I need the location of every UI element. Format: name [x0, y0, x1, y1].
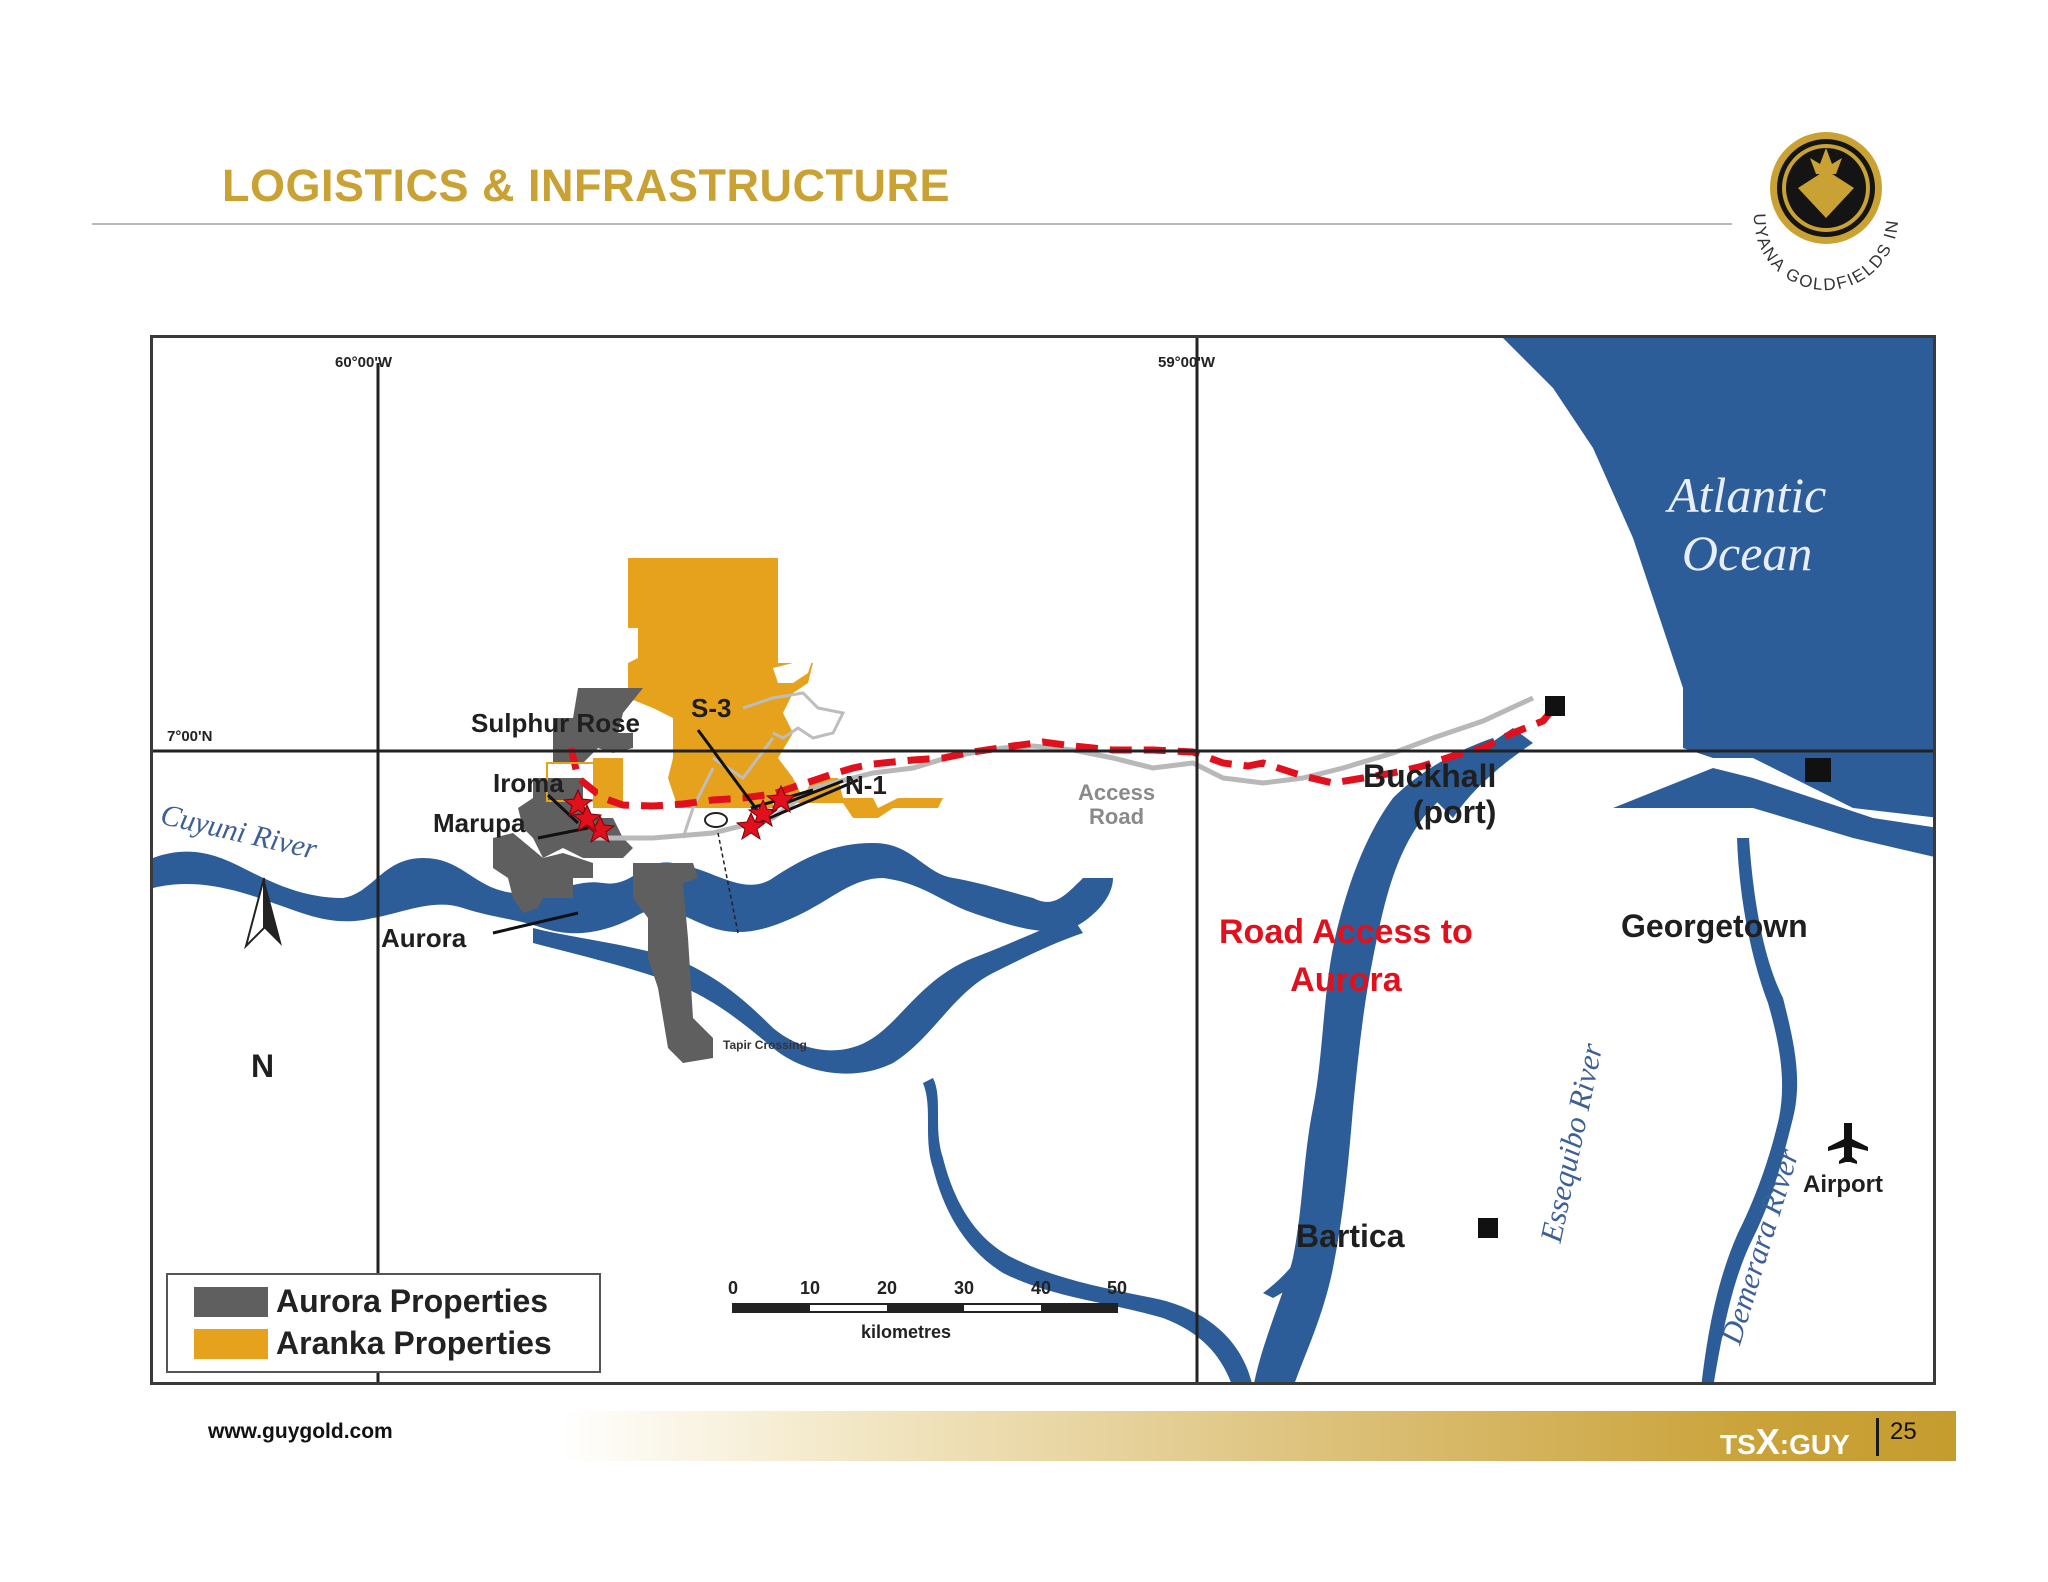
georgetown-label: Georgetown: [1621, 908, 1808, 944]
bartica-label: Bartica: [1296, 1218, 1405, 1254]
sulphur-rose-star: [735, 811, 767, 841]
scale-bar: [732, 1303, 1118, 1313]
airport-label: Airport: [1803, 1171, 1883, 1198]
bartica-marker: [1478, 1218, 1498, 1238]
page-title: LOGISTICS & INFRASTRUCTURE: [222, 160, 950, 211]
atlantic-ocean-label: Atlantic Ocean: [1668, 467, 1827, 581]
footer-band: [560, 1411, 1956, 1461]
access-road-label: Access Road: [1078, 780, 1156, 829]
georgetown-marker: [1805, 758, 1831, 782]
map-legend: Aurora Properties Aranka Properties: [166, 1273, 601, 1373]
north-label: N: [251, 1048, 275, 1084]
ticker-prefix: TS: [1720, 1429, 1756, 1460]
aranka-properties: [628, 558, 943, 818]
road-access-route: [567, 700, 1561, 810]
legend-label-aurora: Aurora Properties: [276, 1283, 549, 1319]
n1-label: N-1: [845, 770, 887, 800]
ticker-symbol: TSX:GUY: [1720, 1421, 1850, 1463]
company-logo: GUYANA GOLDFIELDS INC.: [1718, 103, 1926, 318]
page-number: 25: [1890, 1418, 1917, 1445]
scale-unit: kilometres: [861, 1322, 952, 1342]
buckhall-marker: [1545, 696, 1565, 716]
location-map: 60°00'W 59°00'W 7°00'N Atlantic Ocean Cu…: [150, 335, 1936, 1385]
aurora-label: Aurora: [381, 923, 467, 953]
atlantic-ocean: [1503, 338, 1933, 818]
legend-swatch-aurora: [194, 1287, 268, 1317]
access-road: [593, 695, 1535, 841]
tapir-crossing-label: Tapir Crossing: [723, 1038, 807, 1052]
s3-label: S-3: [691, 693, 732, 723]
grid-label-7n: 7°00'N: [167, 728, 213, 745]
legend-swatch-aranka: [194, 1329, 268, 1359]
n1-star: [765, 784, 797, 814]
scale-tick: 10: [799, 1278, 821, 1298]
title-divider: [92, 223, 1732, 225]
page-separator: [1876, 1418, 1879, 1456]
buckhall-label: Buckhall (port): [1363, 758, 1497, 830]
scale-tick: 0: [727, 1278, 739, 1298]
tapir-crossing-marker: [704, 812, 728, 828]
legend-label-aranka: Aranka Properties: [276, 1325, 552, 1361]
essequibo-river: [1254, 738, 1503, 1382]
scale-tick: 20: [876, 1278, 898, 1298]
ticker-x: X: [1755, 1421, 1780, 1462]
marupa-label: Marupa: [433, 808, 526, 838]
sulphur-rose-label: Sulphur Rose: [471, 708, 641, 738]
road-access-label: Road Access to Aurora: [1219, 913, 1473, 999]
aurora-star: [571, 803, 603, 833]
iroma-label: Iroma: [493, 768, 564, 798]
scale-tick: 50: [1106, 1278, 1128, 1298]
airport-icon: [1828, 1123, 1868, 1164]
grid-label-59w: 59°00'W: [1158, 354, 1216, 371]
scale-tick: 30: [953, 1278, 975, 1298]
map-graphic: [153, 338, 1933, 1382]
demerara-river: [1701, 838, 1798, 1382]
scale-tick: 40: [1030, 1278, 1052, 1298]
scale-labels: 0 10 20 30 40 50 kilometres: [727, 1278, 1151, 1348]
aurora-properties: [553, 688, 643, 763]
ticker-suffix: :GUY: [1779, 1429, 1850, 1460]
footer-url[interactable]: www.guygold.com: [208, 1420, 393, 1443]
grid-label-60w: 60°00'W: [335, 354, 393, 371]
north-arrow-icon: [244, 877, 282, 950]
